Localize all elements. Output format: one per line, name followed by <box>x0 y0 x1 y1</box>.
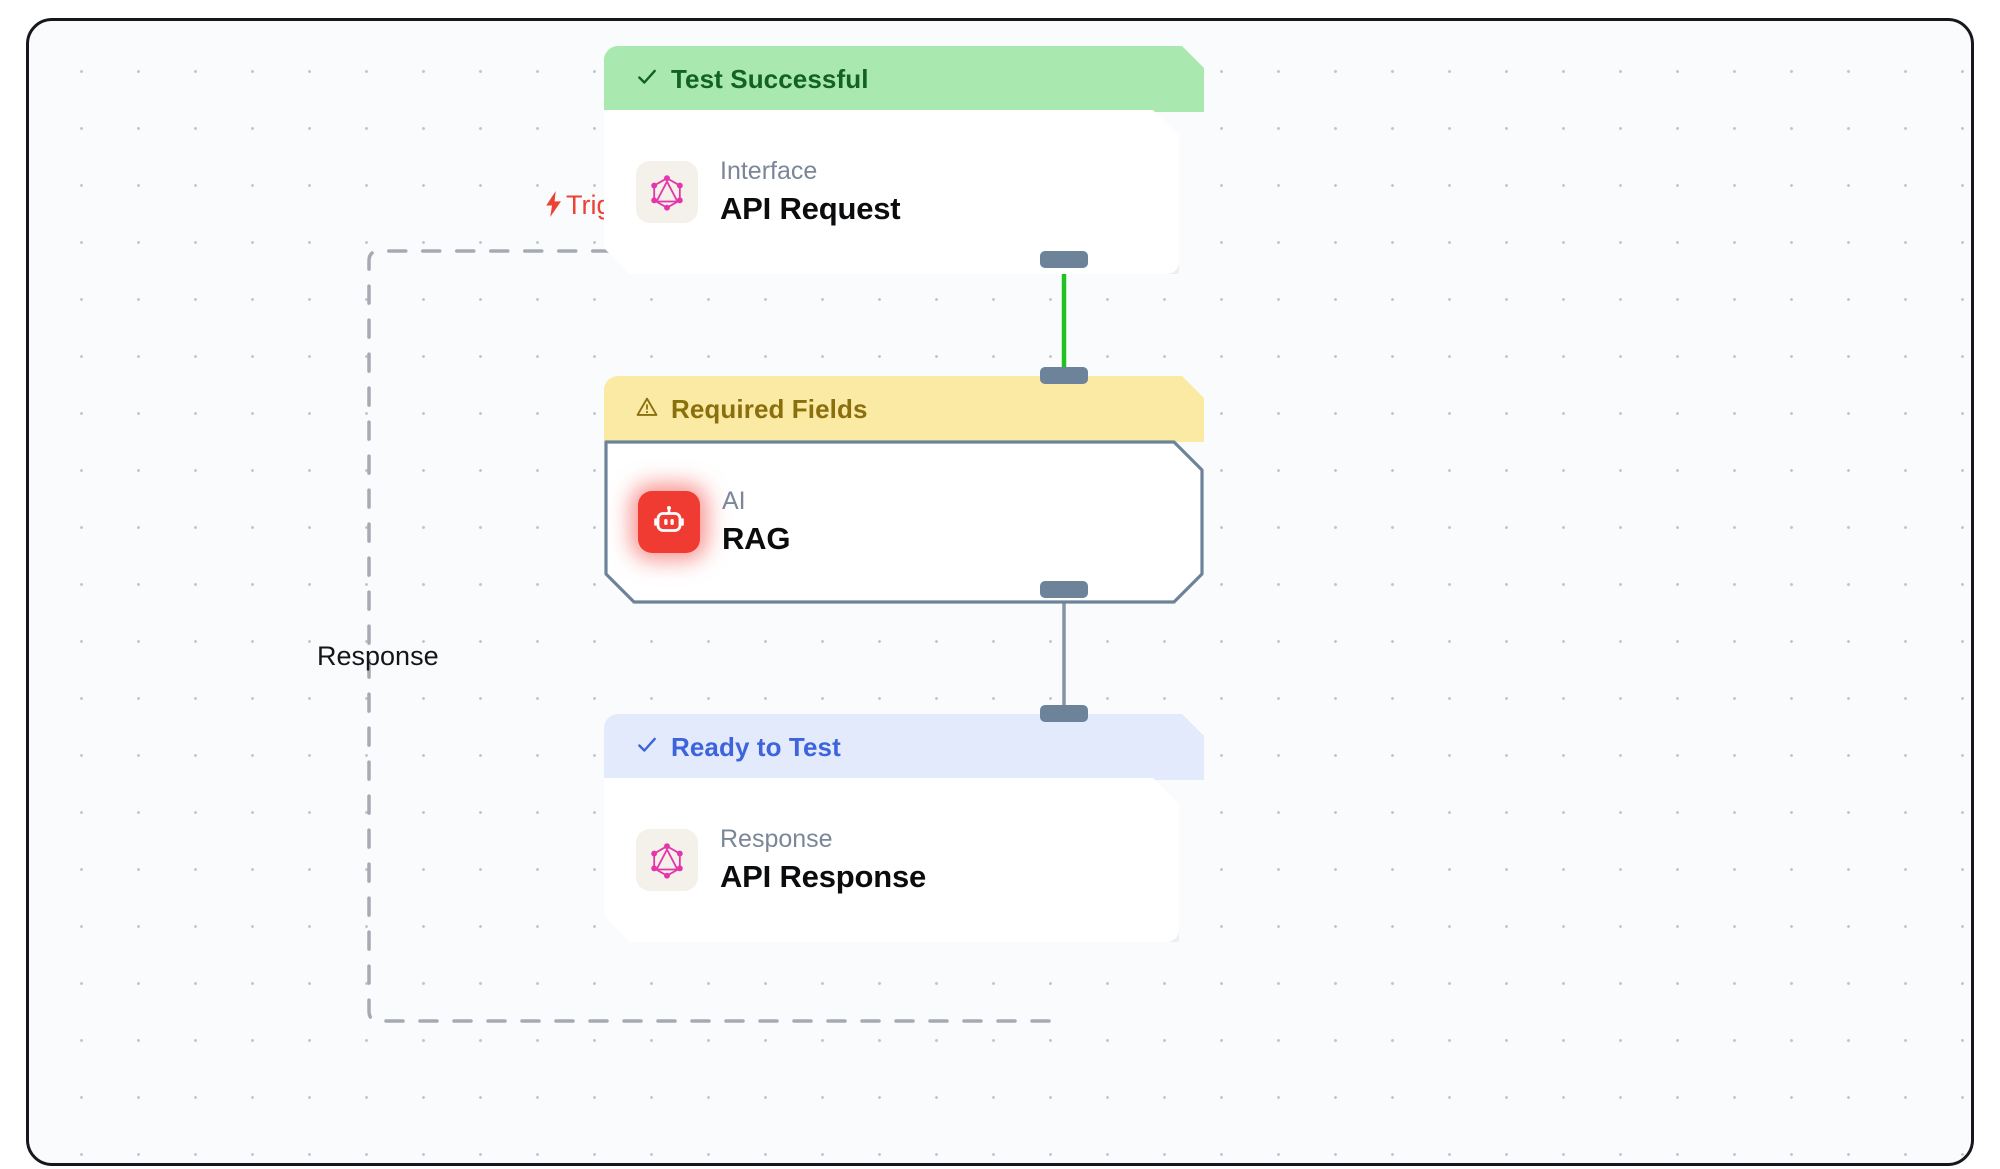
node-card-body[interactable]: AI RAG <box>604 440 1204 604</box>
node-status-banner-test-successful: Test Successful <box>604 46 1204 112</box>
workflow-node-api-response[interactable]: Ready to Test Response AP <box>604 705 1204 942</box>
node-title: API Request <box>720 191 901 227</box>
node-output-handle[interactable] <box>1040 251 1088 268</box>
node-input-handle[interactable] <box>1040 705 1088 722</box>
graphql-icon <box>636 829 698 891</box>
node-status-text: Required Fields <box>671 393 868 424</box>
node-kind-label: Interface <box>720 157 818 186</box>
node-kind-label: AI <box>722 487 746 516</box>
node-status-banner-ready-to-test: Ready to Test <box>604 714 1204 780</box>
node-status-banner-required-fields: Required Fields <box>604 376 1204 442</box>
node-title: API Response <box>720 859 927 895</box>
node-status-text: Test Successful <box>671 63 869 94</box>
node-card-body[interactable]: Interface API Request <box>604 110 1179 274</box>
workflow-node-api-request[interactable]: Test Successful Interface <box>604 46 1204 274</box>
edge-layer <box>367 249 1067 1023</box>
workflow-node-rag[interactable]: Required Fields AI RAG <box>604 367 1204 604</box>
edge-response-loop[interactable] <box>367 249 1051 1023</box>
node-card-body[interactable]: Response API Response <box>604 778 1179 942</box>
node-input-handle[interactable] <box>1040 367 1088 384</box>
check-icon <box>636 734 658 761</box>
node-status-text: Ready to Test <box>671 731 841 762</box>
workflow-canvas[interactable]: Trigger Response Test Successful <box>26 18 1974 1166</box>
graphql-icon <box>636 161 698 223</box>
lightning-bolt-icon <box>545 190 563 221</box>
response-label-text: Response <box>317 641 439 671</box>
response-edge-label: Response <box>317 641 439 672</box>
robot-icon <box>638 491 700 553</box>
node-output-handle[interactable] <box>1040 581 1088 598</box>
node-kind-label: Response <box>720 825 833 854</box>
warning-triangle-icon <box>636 396 658 423</box>
check-icon <box>636 66 658 93</box>
node-title: RAG <box>722 521 791 557</box>
